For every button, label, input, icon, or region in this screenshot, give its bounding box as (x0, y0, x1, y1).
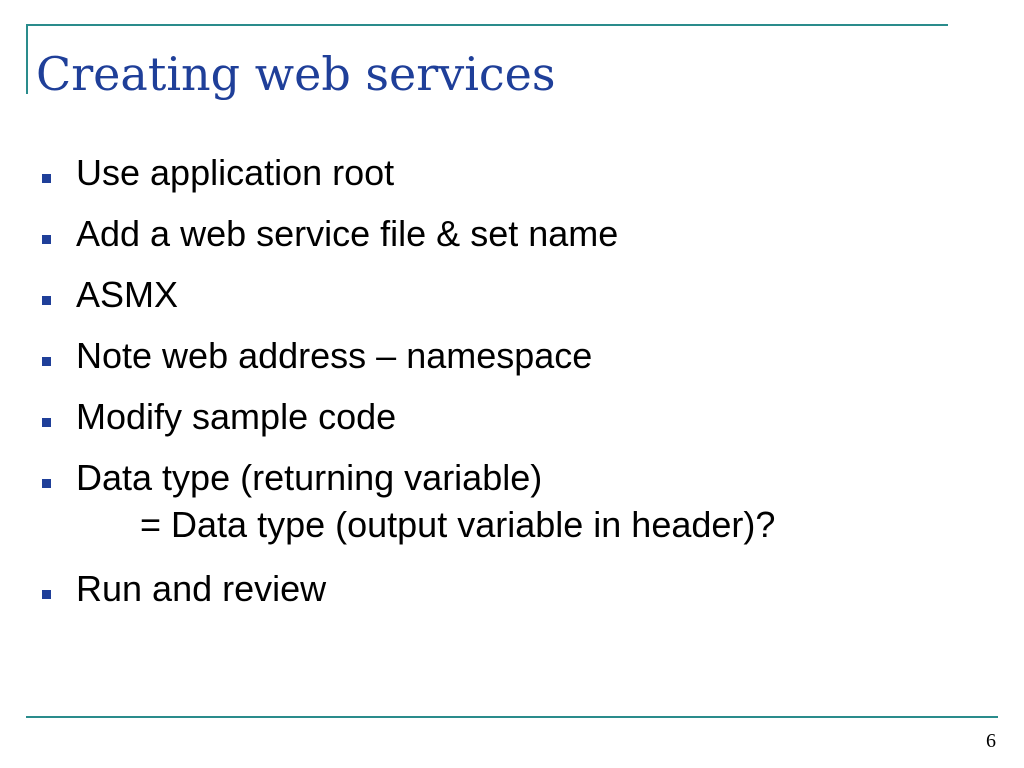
square-bullet-icon (42, 296, 51, 305)
bullet-item: Run and review (36, 566, 775, 611)
bottom-rule (26, 716, 998, 718)
square-bullet-icon (42, 235, 51, 244)
bullet-continuation-text: = Data type (output variable in header)? (140, 504, 776, 545)
left-rule (26, 24, 28, 94)
bullet-item: Note web address – namespace (36, 333, 775, 378)
bullet-list: Use application root Add a web service f… (36, 150, 775, 627)
bullet-item: Add a web service file & set name (36, 211, 775, 256)
bullet-text: Data type (returning variable) (76, 457, 543, 498)
bullet-text: Modify sample code (76, 396, 397, 437)
square-bullet-icon (42, 590, 51, 599)
bullet-text: Note web address – namespace (76, 335, 593, 376)
square-bullet-icon (42, 357, 51, 366)
square-bullet-icon (42, 418, 51, 427)
bullet-text: Use application root (76, 152, 395, 193)
bullet-item: Use application root (36, 150, 775, 195)
bullet-text: Run and review (76, 568, 327, 609)
top-rule (26, 24, 948, 26)
slide-title: Creating web services (36, 47, 556, 101)
bullet-item: Data type (returning variable) = Data ty… (36, 455, 775, 550)
bullet-item: Modify sample code (36, 394, 775, 439)
square-bullet-icon (42, 174, 51, 183)
bullet-text: ASMX (76, 274, 179, 315)
bullet-item: ASMX (36, 272, 775, 317)
page-number: 6 (986, 730, 996, 752)
bullet-text: Add a web service file & set name (76, 213, 619, 254)
square-bullet-icon (42, 479, 51, 488)
